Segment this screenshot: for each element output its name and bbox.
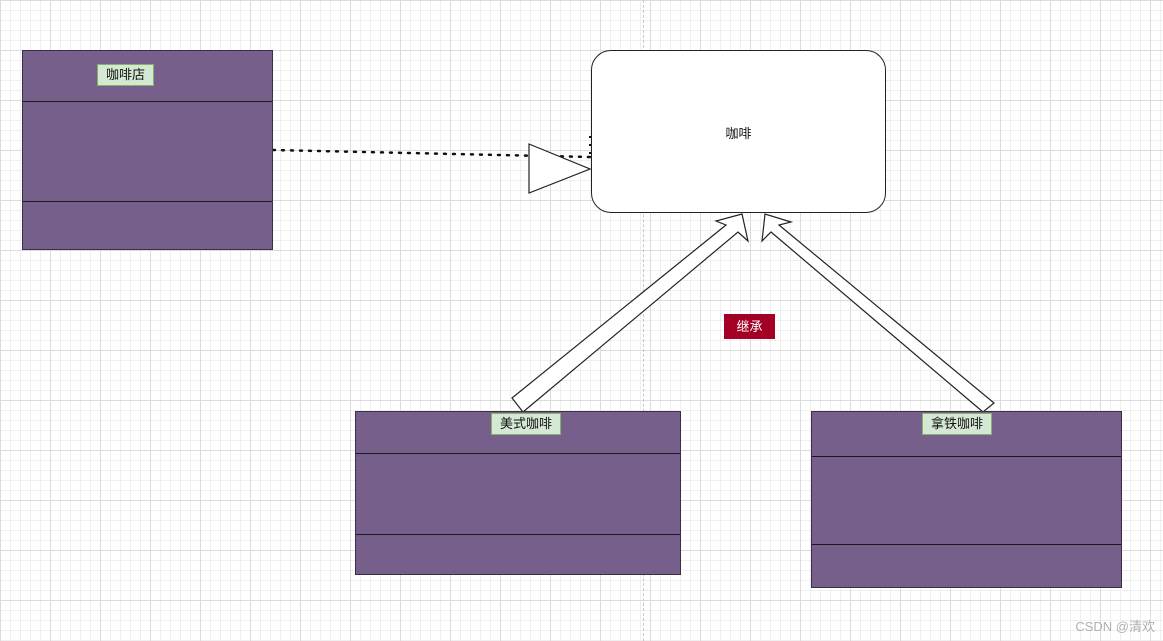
class-americano-divider (356, 534, 680, 535)
class-cafe-divider (23, 101, 272, 102)
inheritance-arrow-americano[interactable] (511, 213, 749, 413)
class-americano-divider (356, 453, 680, 454)
class-coffee-title: 咖啡 (725, 126, 752, 141)
class-americano-label[interactable]: 美式咖啡 (491, 413, 562, 435)
class-latte-label[interactable]: 拿铁咖啡 (922, 413, 993, 435)
watermark: CSDN @清欢 (1075, 619, 1155, 634)
class-cafe-label[interactable]: 咖啡店 (97, 64, 155, 86)
class-americano[interactable] (355, 411, 681, 575)
class-latte-divider (812, 544, 1121, 545)
canvas-guide-line (643, 0, 644, 641)
class-coffee[interactable]: 咖啡 (591, 50, 886, 213)
inheritance-arrow-latte[interactable] (761, 213, 995, 413)
class-latte[interactable] (811, 411, 1122, 588)
inheritance-label[interactable]: 继承 (724, 314, 775, 339)
class-cafe-divider (23, 201, 272, 202)
class-latte-divider (812, 456, 1121, 457)
realization-arrowhead (528, 143, 592, 194)
